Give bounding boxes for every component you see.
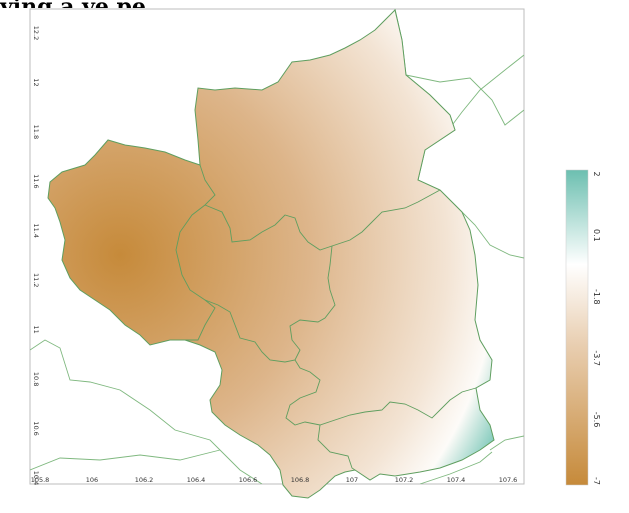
colorbar-tick-label: -1.8 [592, 289, 601, 305]
latitude-tick-label: 11.8 [32, 125, 40, 139]
colorbar-tick-label: -7 [592, 477, 601, 485]
longitude-tick-label: 107.6 [499, 476, 518, 484]
colorbar-tick-label: -3.7 [592, 350, 601, 366]
cropped-title: ying a ve pe [0, 0, 629, 8]
latitude-tick-labels: 12.2 12 11.8 11.6 11.4 11.2 11 10.8 10.6 10.4 [32, 26, 40, 485]
longitude-tick-label: 106.6 [239, 476, 258, 484]
latitude-tick-label: 10.4 [32, 471, 40, 485]
longitude-tick-label: 106.4 [187, 476, 206, 484]
latitude-tick-label: 10.8 [32, 372, 40, 386]
colorbar [565, 169, 589, 486]
longitude-tick-label: 107 [346, 476, 358, 484]
neighbor-boundary [489, 435, 524, 451]
longitude-tick-label: 106 [86, 476, 98, 484]
longitude-tick-label: 107.4 [447, 476, 466, 484]
longitude-tick-label: 106.8 [291, 476, 310, 484]
neighbor-boundary [449, 54, 524, 129]
longitude-tick-label: 107.2 [395, 476, 414, 484]
colorbar-tick-label: 2 [592, 171, 601, 176]
neighbor-boundary [30, 339, 263, 484]
colorbar-tick-labels: 2 0.1 -1.8 -3.7 -5.6 -7 [592, 171, 601, 485]
colorbar-tick-label: 0.1 [592, 229, 601, 242]
latitude-tick-label: 11 [32, 326, 40, 334]
longitude-tick-label: 105.8 [31, 476, 50, 484]
latitude-tick-label: 11.6 [32, 174, 40, 188]
latitude-tick-label: 11.4 [32, 224, 40, 238]
longitude-tick-label: 106.2 [135, 476, 154, 484]
neighbor-boundary [419, 451, 493, 484]
latitude-tick-label: 12.2 [32, 26, 40, 40]
latitude-tick-label: 11.2 [32, 273, 40, 287]
latitude-tick-label: 10.6 [32, 421, 40, 435]
colorbar-tick-label: -5.6 [592, 412, 601, 428]
longitude-tick-labels: 105.8 106 106.2 106.4 106.6 106.8 107 107.2 107.… [31, 476, 518, 484]
district-boundaries [175, 164, 477, 471]
neighbor-boundary [30, 449, 221, 471]
latitude-tick-label: 12 [32, 78, 40, 86]
